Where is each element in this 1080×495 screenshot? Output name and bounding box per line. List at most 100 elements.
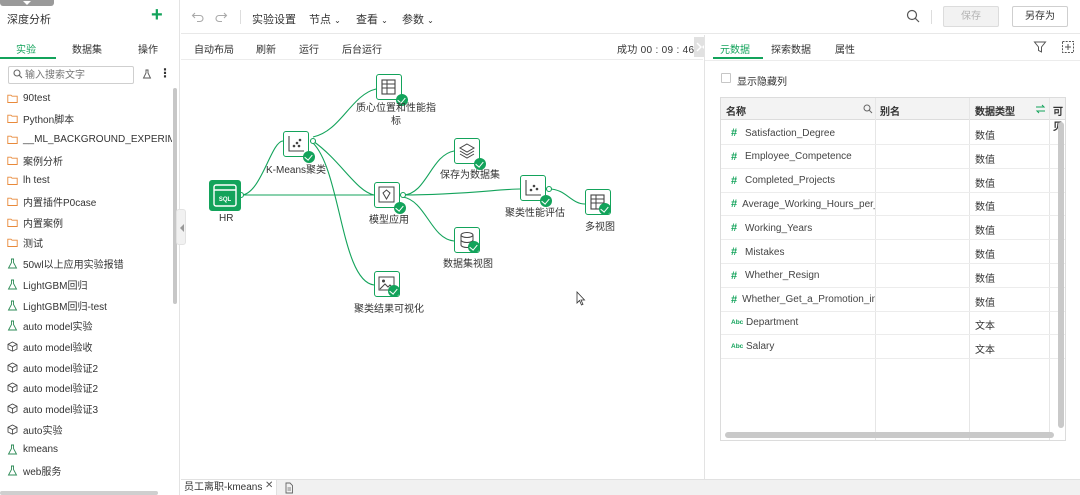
vertical-scrollbar[interactable] xyxy=(1058,122,1064,428)
column-name-cell: #Mistakes xyxy=(731,246,875,258)
expand-icon[interactable] xyxy=(1061,40,1075,54)
background-run-button[interactable]: 后台运行 xyxy=(342,45,382,56)
search-input[interactable] xyxy=(8,66,134,84)
more-icon[interactable]: ⋮ xyxy=(159,66,171,80)
data-type-cell[interactable]: 文本 xyxy=(975,321,995,333)
file-icon[interactable] xyxy=(283,482,295,494)
list-item[interactable]: 测试 xyxy=(7,234,172,252)
top-toolbar: 实验设置 节点 ⌄ 查看 ⌄ 参数 ⌄ 保存 另存为 xyxy=(181,0,1080,34)
data-type-cell[interactable]: 数值 xyxy=(975,297,995,309)
list-item[interactable]: auto model验收 xyxy=(7,337,172,355)
tab-properties[interactable]: 属性 xyxy=(835,45,855,56)
list-item[interactable]: LightGBM回归 xyxy=(7,275,172,293)
tab-document[interactable]: 员工离职-kmeans xyxy=(181,480,277,495)
list-item[interactable]: Python脚本 xyxy=(7,110,172,128)
folder-icon xyxy=(7,175,23,186)
flask-filter-icon[interactable] xyxy=(142,69,152,79)
folder-icon xyxy=(7,134,23,145)
auto-layout-button[interactable]: 自动布局 xyxy=(194,45,234,56)
list-item[interactable]: auto实验 xyxy=(7,420,172,438)
list-item[interactable]: 内置插件P0case xyxy=(7,193,172,211)
collapse-top-icon[interactable] xyxy=(0,0,54,6)
folder-icon xyxy=(7,113,23,124)
node-menu[interactable]: 节点 ⌄ xyxy=(309,11,341,27)
data-type-cell[interactable]: 数值 xyxy=(975,226,995,238)
data-type-cell[interactable]: 数值 xyxy=(975,273,995,285)
folder-icon xyxy=(7,237,23,248)
tab-operation[interactable]: 操作 xyxy=(138,45,158,56)
list-item[interactable]: lh test xyxy=(7,172,172,190)
col-type-header[interactable]: 数据类型 xyxy=(975,107,1015,118)
add-icon[interactable]: + xyxy=(151,4,163,26)
flask-icon xyxy=(7,465,23,476)
tab-metadata[interactable]: 元数据 xyxy=(720,45,750,56)
table-row[interactable]: #Mistakes 数值 xyxy=(721,240,1065,264)
search-icon[interactable] xyxy=(863,104,873,114)
node-menu-label: 节点 xyxy=(309,14,331,26)
swap-icon[interactable] xyxy=(1035,104,1046,114)
flask-icon xyxy=(7,320,23,331)
tab-dataset[interactable]: 数据集 xyxy=(72,45,102,56)
list-item-label: web服务 xyxy=(23,467,62,479)
close-icon[interactable]: ✕ xyxy=(265,480,274,491)
col-alias-header[interactable]: 别名 xyxy=(880,107,900,118)
list-item[interactable]: web服务 xyxy=(7,462,172,480)
cube-icon xyxy=(7,382,23,393)
list-item[interactable]: 50wl以上应用实验报错 xyxy=(7,255,172,273)
list-item[interactable]: 90test xyxy=(7,89,172,107)
horizontal-scrollbar[interactable] xyxy=(0,491,158,495)
list-item[interactable]: 案例分析 xyxy=(7,151,172,169)
canvas-toolbar: 自动布局 刷新 运行 后台运行 成功 00 : 09 : 46 xyxy=(181,35,710,60)
cube-icon xyxy=(7,362,23,373)
expand-left-handle[interactable] xyxy=(176,209,186,245)
filter-icon[interactable] xyxy=(1033,40,1047,54)
list-item[interactable]: auto model验证3 xyxy=(7,400,172,418)
data-type-cell[interactable]: 数值 xyxy=(975,178,995,190)
experiment-settings-menu[interactable]: 实验设置 xyxy=(252,14,296,26)
folder-icon xyxy=(7,155,23,166)
run-button[interactable]: 运行 xyxy=(299,45,319,56)
data-type-cell[interactable]: 文本 xyxy=(975,345,995,357)
list-item[interactable]: __ML_BACKGROUND_EXPERIMENTS xyxy=(7,130,172,148)
list-item[interactable]: kmeans xyxy=(7,441,172,459)
column-divider xyxy=(875,98,876,440)
list-item[interactable]: LightGBM回归-test xyxy=(7,296,172,314)
metadata-table: 名称 别名 数据类型 可见 #Satisfaction_Degree数值#Emp… xyxy=(720,97,1066,441)
refresh-button[interactable]: 刷新 xyxy=(256,45,276,56)
save-as-button[interactable]: 另存为 xyxy=(1012,6,1068,27)
col-name-header[interactable]: 名称 xyxy=(726,107,746,118)
list-item[interactable]: auto model实验 xyxy=(7,317,172,335)
data-type-cell[interactable]: 数值 xyxy=(975,202,995,214)
list-item[interactable]: 内置案例 xyxy=(7,213,172,231)
list-item[interactable]: auto model验证2 xyxy=(7,358,172,376)
list-item[interactable]: auto model验证2 xyxy=(7,379,172,397)
data-type-cell[interactable]: 数值 xyxy=(975,250,995,261)
chevron-down-icon: ⌄ xyxy=(334,16,341,25)
chevron-down-icon: ⌄ xyxy=(427,16,434,25)
data-type-cell[interactable]: 数值 xyxy=(975,154,995,166)
divider xyxy=(931,10,932,24)
save-button[interactable]: 保存 xyxy=(943,6,999,27)
redo-icon[interactable] xyxy=(214,9,228,23)
params-menu[interactable]: 参数 ⌄ xyxy=(402,11,434,27)
scrollbar[interactable] xyxy=(173,88,177,304)
tab-explore-data[interactable]: 探索数据 xyxy=(771,45,811,56)
view-menu[interactable]: 查看 ⌄ xyxy=(356,11,388,27)
workflow-canvas[interactable]: SQL HR K-Means聚类 质心位置和性能指标 模型应用 保存为数据集 xyxy=(181,61,703,479)
search-icon[interactable] xyxy=(906,9,920,23)
horizontal-scrollbar[interactable] xyxy=(725,432,1054,438)
show-hidden-label: 显示隐藏列 xyxy=(737,77,787,88)
data-type-cell[interactable]: 数值 xyxy=(975,131,995,142)
undo-icon[interactable] xyxy=(191,9,205,23)
show-hidden-checkbox[interactable] xyxy=(721,73,731,83)
tab-experiment[interactable]: 实验 xyxy=(16,45,36,56)
